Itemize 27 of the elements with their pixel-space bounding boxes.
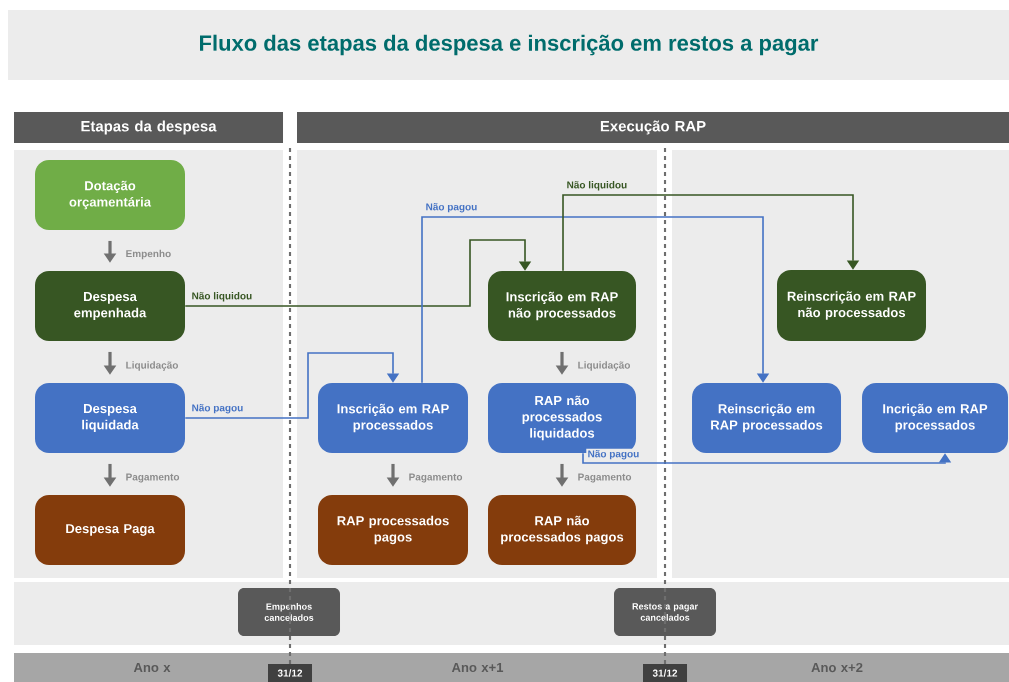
process-box: Incrição em RAP processados — [862, 383, 1008, 453]
edge-label: Pagamento — [124, 472, 181, 484]
process-box: Despesa empenhada — [35, 271, 185, 341]
connector-arrow — [184, 352, 400, 419]
status-box: Restos a pagar cancelados — [614, 588, 716, 636]
process-box: RAP processados pagos — [318, 495, 468, 565]
process-box: Despesa Paga — [35, 495, 185, 565]
edge-label: Liquidação — [576, 360, 632, 372]
date-tag: 31/12 — [643, 664, 687, 682]
header-bar: Etapas da despesa — [14, 112, 283, 143]
process-box: Dotação orçamentária — [35, 160, 185, 230]
status-box: Empenhos cancelados — [238, 588, 340, 636]
edge-label: Pagamento — [576, 472, 633, 484]
header-bar: Execução RAP — [297, 112, 1009, 143]
process-box: Reinscrição em RAP não processados — [777, 270, 926, 341]
process-box: RAP não processados pagos — [488, 495, 636, 565]
connector-arrow — [562, 194, 860, 272]
title-bar: Fluxo das etapas da despesa e inscrição em restos a pagar — [8, 10, 1009, 80]
process-box: Reinscrição em RAP processados — [692, 383, 841, 453]
process-box: Inscrição em RAP não processados — [488, 271, 636, 341]
connector-arrow — [184, 239, 532, 307]
process-box: Inscrição em RAP processados — [318, 383, 468, 453]
edge-label: Liquidação — [124, 360, 180, 372]
process-box: Despesa liquidada — [35, 383, 185, 453]
date-tag: 31/12 — [268, 664, 312, 682]
connector-arrow — [421, 216, 770, 384]
edge-label: Pagamento — [407, 472, 464, 484]
